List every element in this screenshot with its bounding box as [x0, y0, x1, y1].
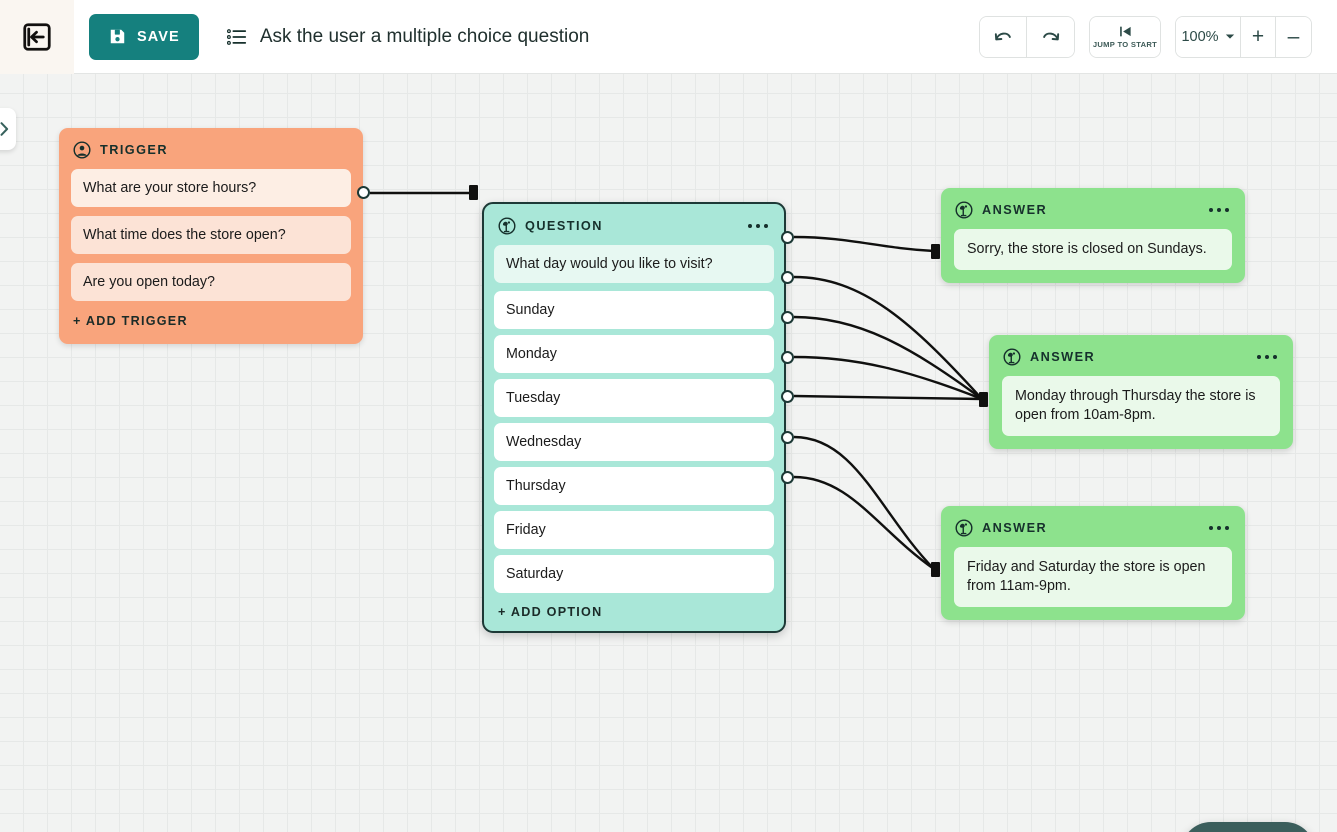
trigger-output-port[interactable]: [357, 186, 370, 199]
zoom-out-button[interactable]: –: [1276, 16, 1311, 57]
bot-circle-icon: [498, 217, 516, 235]
option-output-port-monday[interactable]: [781, 271, 794, 284]
answer-node-title: ANSWER: [982, 521, 1048, 535]
question-node[interactable]: QUESTION What day would you like to visi…: [482, 202, 786, 633]
question-node-header: QUESTION: [484, 204, 784, 245]
page-title: Ask the user a multiple choice question: [259, 25, 590, 47]
user-circle-icon: [73, 141, 91, 159]
redo-arrow-icon: [1042, 32, 1059, 40]
more-options-icon[interactable]: [1255, 351, 1279, 363]
zoom-in-button[interactable]: +: [1241, 16, 1276, 57]
save-button[interactable]: SAVE: [89, 13, 199, 60]
answer-node-title: ANSWER: [1030, 350, 1096, 364]
zoom-level-value: 100%: [1181, 28, 1219, 45]
edge-tuesday-to-answer2: [793, 315, 983, 400]
add-option-button[interactable]: + ADD OPTION: [498, 605, 603, 619]
question-node-title: QUESTION: [525, 219, 603, 233]
answer-node-header: ANSWER: [941, 188, 1245, 229]
jump-to-start-button[interactable]: JUMP TO START: [1090, 16, 1160, 57]
trigger-node[interactable]: TRIGGER What are your store hours? What …: [59, 128, 363, 344]
answer3-input-port: [931, 562, 940, 577]
question-option[interactable]: Wednesday: [494, 423, 774, 461]
flow-canvas[interactable]: TRIGGER What are your store hours? What …: [0, 74, 1337, 832]
jump-to-start-label: JUMP TO START: [1092, 40, 1158, 49]
question-option[interactable]: Monday: [494, 335, 774, 373]
answer-node-header: ANSWER: [989, 335, 1293, 376]
zoom-level-dropdown[interactable]: 100%: [1176, 16, 1241, 57]
answer-text[interactable]: Friday and Saturday the store is open fr…: [954, 547, 1232, 607]
option-output-port-thursday[interactable]: [781, 390, 794, 403]
ordered-list-icon: [226, 28, 246, 45]
answer1-input-port: [931, 244, 940, 259]
trigger-node-header: TRIGGER: [59, 128, 363, 169]
answer-node[interactable]: ANSWER Monday through Thursday the store…: [989, 335, 1293, 449]
question-option[interactable]: Friday: [494, 511, 774, 549]
save-disk-icon: [110, 29, 125, 44]
chevron-down-icon: [1225, 34, 1234, 39]
more-options-icon[interactable]: [1207, 204, 1231, 216]
test-button[interactable]: TEST: [1181, 822, 1315, 832]
answer-node[interactable]: ANSWER Sorry, the store is closed on Sun…: [941, 188, 1245, 283]
answer2-input-port: [979, 392, 988, 407]
question-option[interactable]: Saturday: [494, 555, 774, 593]
collapse-sidebar-button[interactable]: [19, 19, 55, 55]
edge-friday-to-answer3: [793, 435, 935, 570]
more-options-icon[interactable]: [746, 220, 770, 232]
undo-button[interactable]: [980, 16, 1027, 57]
trigger-item[interactable]: What are your store hours?: [71, 169, 351, 207]
option-output-port-wednesday[interactable]: [781, 351, 794, 364]
edge-monday-to-answer2: [793, 275, 983, 400]
option-output-port-tuesday[interactable]: [781, 311, 794, 324]
bot-circle-icon: [1003, 348, 1021, 366]
question-option[interactable]: Sunday: [494, 291, 774, 329]
redo-button[interactable]: [1027, 16, 1074, 57]
zoom-out-label: –: [1287, 24, 1300, 48]
option-output-port-friday[interactable]: [781, 431, 794, 444]
add-trigger-button[interactable]: + ADD TRIGGER: [73, 314, 188, 328]
undo-arrow-icon: [994, 32, 1011, 40]
option-output-port-saturday[interactable]: [781, 471, 794, 484]
save-button-label: SAVE: [137, 28, 180, 45]
trigger-item[interactable]: What time does the store open?: [71, 216, 351, 254]
zoom-in-label: +: [1251, 24, 1265, 48]
option-output-port-sunday[interactable]: [781, 231, 794, 244]
edge-thursday-to-answer2: [793, 394, 983, 401]
edge-saturday-to-answer3: [793, 475, 935, 570]
top-toolbar: SAVE Ask the user a multiple choice ques…: [0, 0, 1337, 74]
trigger-item[interactable]: Are you open today?: [71, 263, 351, 301]
edge-sunday-to-answer1: [793, 235, 935, 253]
edge-wednesday-to-answer2: [793, 355, 983, 401]
question-option[interactable]: Thursday: [494, 467, 774, 505]
question-input-port: [469, 185, 478, 200]
jump-to-start-group: JUMP TO START: [1089, 15, 1161, 58]
trigger-node-title: TRIGGER: [100, 143, 168, 157]
answer-node[interactable]: ANSWER Friday and Saturday the store is …: [941, 506, 1245, 620]
collapse-sidebar-icon: [23, 22, 51, 51]
toolbar-left-panel: [0, 0, 74, 74]
answer-node-title: ANSWER: [982, 203, 1048, 217]
chevron-right-icon: [0, 122, 9, 136]
answer-node-header: ANSWER: [941, 506, 1245, 547]
question-option[interactable]: Tuesday: [494, 379, 774, 417]
jump-to-start-icon: [1119, 26, 1131, 37]
expand-sidebar-tab[interactable]: [0, 108, 16, 150]
question-prompt[interactable]: What day would you like to visit?: [494, 245, 774, 283]
toolbar-right-controls: JUMP TO START 100% + –: [979, 15, 1312, 58]
title-area: Ask the user a multiple choice question: [226, 26, 979, 48]
answer-text[interactable]: Sorry, the store is closed on Sundays.: [954, 229, 1232, 270]
history-button-group: [979, 15, 1075, 58]
bot-circle-icon: [955, 201, 973, 219]
more-options-icon[interactable]: [1207, 522, 1231, 534]
bot-circle-icon: [955, 519, 973, 537]
zoom-button-group: 100% + –: [1175, 15, 1312, 58]
answer-text[interactable]: Monday through Thursday the store is ope…: [1002, 376, 1280, 436]
